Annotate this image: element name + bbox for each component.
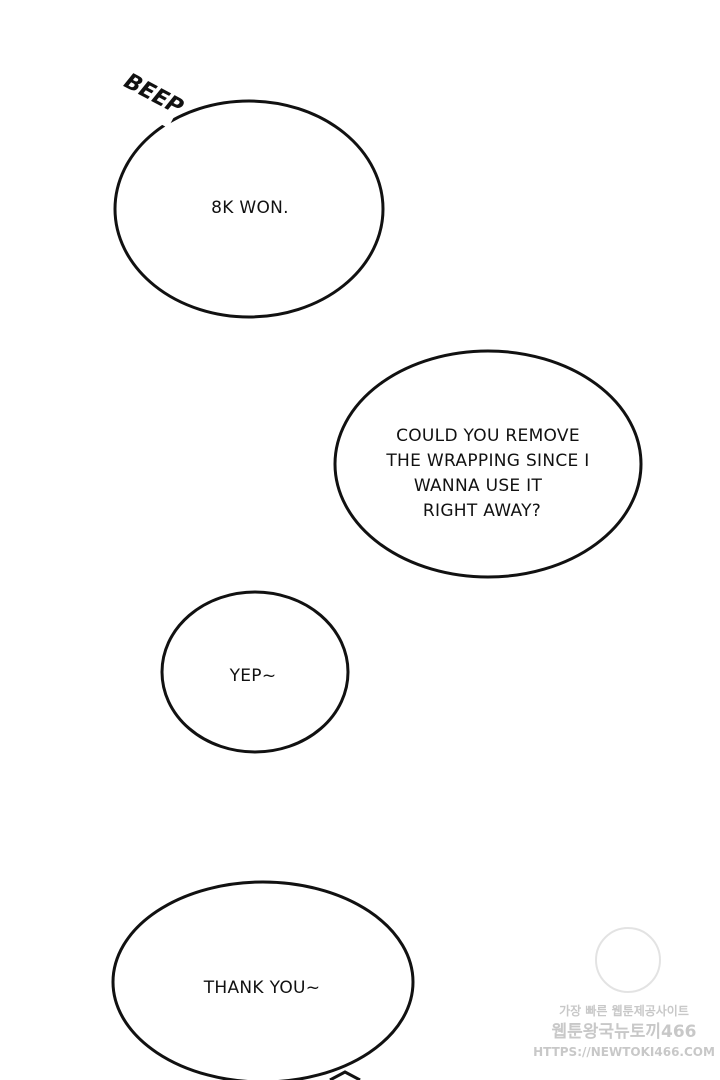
speech-bubble-2: COULD YOU REMOVE THE WRAPPING SINCE I WA…	[333, 349, 643, 579]
bubble-text: YEP~	[229, 666, 277, 686]
bubble-text: RIGHT AWAY?	[423, 501, 541, 521]
bubble-text: THE WRAPPING SINCE I	[385, 451, 589, 471]
svg-text:가장 빠른 웹툰제공사이트: 가장 빠른 웹툰제공사이트	[559, 1003, 689, 1018]
speech-bubble-3: YEP~	[160, 590, 350, 754]
bubble-text: THANK YOU~	[203, 978, 321, 998]
svg-text:HTTPS://NEWTOKI466.COM: HTTPS://NEWTOKI466.COM	[533, 1045, 715, 1059]
watermark-character-icon	[595, 927, 661, 993]
bubble-text: WANNA USE IT	[414, 476, 543, 496]
sound-effect-beep: BEEP	[113, 67, 187, 128]
speech-bubble-4: THANK YOU~	[111, 880, 415, 1080]
svg-text:웹툰왕국뉴토끼466: 웹툰왕국뉴토끼466	[552, 1022, 697, 1042]
watermark: 가장 빠른 웹툰제공사이트 웹툰왕국뉴토끼466 HTTPS://NEWTOKI…	[533, 927, 715, 1059]
bubble-text: 8K WON.	[211, 198, 289, 218]
bubble-text: COULD YOU REMOVE	[396, 426, 580, 446]
speech-bubble-1: 8K WON.	[113, 99, 385, 319]
